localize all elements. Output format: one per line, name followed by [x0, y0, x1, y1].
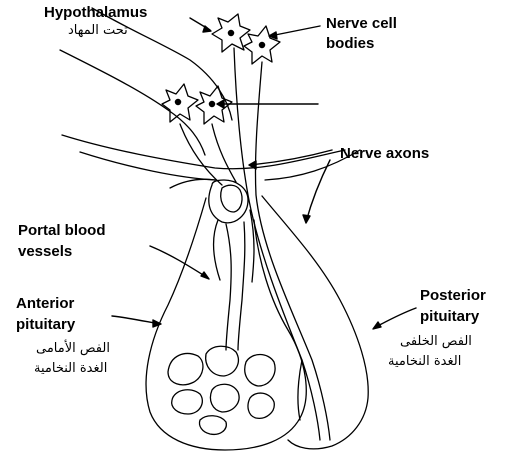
label-anterior-pituitary-line1: Anterior — [16, 295, 74, 312]
nerve-cell-2 — [244, 26, 280, 64]
label-portal-blood-vessels-line2: vessels — [18, 243, 72, 260]
label-nerve-cell-bodies-line2: bodies — [326, 35, 374, 52]
label-posterior-pituitary-arabic-line1: الفص الخلفى — [400, 334, 472, 350]
portal-blood-vessels — [209, 180, 254, 350]
label-anterior-pituitary-line2: pituitary — [16, 316, 75, 333]
label-arrows — [112, 18, 416, 329]
label-anterior-pituitary-arabic-line1: الفص الأمامى — [36, 341, 110, 357]
label-nerve-cell-bodies-line1: Nerve cell — [326, 15, 397, 32]
label-nerve-axons: Nerve axons — [340, 145, 429, 162]
label-posterior-pituitary-arabic-line2: الغدة النخامية — [388, 354, 461, 370]
nerve-cell-3 — [162, 84, 198, 122]
nerve-cell-bodies — [162, 14, 280, 124]
label-portal-blood-vessels-line1: Portal blood — [18, 222, 106, 239]
label-hypothalamus: Hypothalamus — [44, 4, 147, 21]
nerve-axons — [180, 48, 330, 440]
label-posterior-pituitary-line2: pituitary — [420, 308, 479, 325]
anterior-pituitary-lobe — [146, 198, 306, 450]
label-anterior-pituitary-arabic-line2: الغدة النخامية — [34, 361, 107, 377]
nerve-cell-4 — [196, 86, 232, 124]
label-hypothalamus-arabic: تحت المهاد — [68, 23, 128, 39]
label-posterior-pituitary-line1: Posterior — [420, 287, 486, 304]
